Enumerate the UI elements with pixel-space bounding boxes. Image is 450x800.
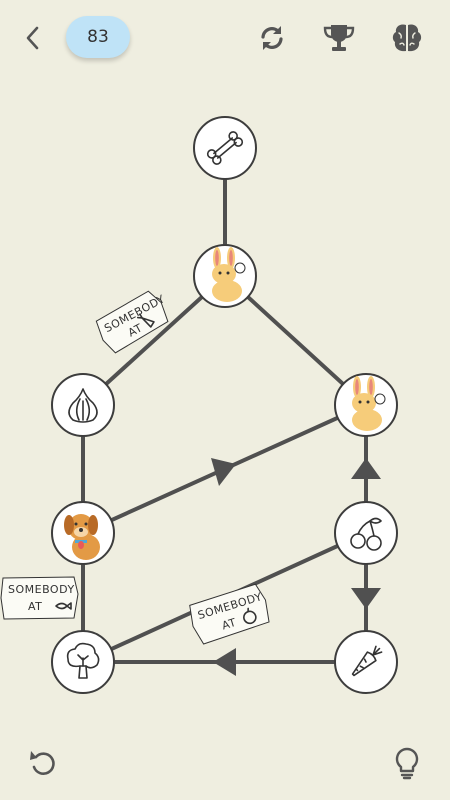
carrot-icon: [136, 313, 155, 328]
note-rabbit: SOMEBODY AT: [95, 290, 169, 354]
rabbit-icon: [212, 247, 246, 302]
rabbit-icon: [352, 376, 386, 431]
undo-button[interactable]: [25, 745, 61, 781]
node-dog[interactable]: [51, 501, 115, 565]
hint-button[interactable]: [389, 744, 425, 782]
fish-icon: [55, 602, 72, 610]
level-badge: 83: [66, 16, 130, 58]
lightbulb-icon: [395, 747, 419, 780]
back-button[interactable]: [18, 20, 48, 56]
chevron-left-icon: [26, 26, 39, 50]
node-rabbit-right[interactable]: [334, 373, 398, 437]
brain-icon: [392, 24, 422, 52]
level-number: 83: [87, 27, 109, 47]
node-carrot[interactable]: [334, 630, 398, 694]
cherries-icon: [350, 517, 382, 551]
arrow-up: [351, 458, 381, 479]
note-dog: SOMEBODY AT: [0, 576, 79, 620]
note-tree-line2: AT: [220, 616, 238, 633]
bone-icon: [206, 131, 244, 165]
tree-icon: [66, 642, 100, 679]
apple-icon: [243, 607, 257, 625]
node-tree[interactable]: [51, 630, 115, 694]
brain-button[interactable]: [388, 19, 426, 57]
node-rabbit-top[interactable]: [193, 244, 257, 308]
restart-button[interactable]: [254, 20, 290, 56]
arrow-right: [211, 458, 236, 486]
arrows: [211, 458, 381, 676]
trophy-button[interactable]: [319, 20, 359, 56]
dog-icon: [64, 514, 100, 560]
note-dog-line2: AT: [28, 600, 42, 613]
note-dog-line1: SOMEBODY: [8, 583, 75, 596]
edges: [81, 146, 368, 664]
carrot-icon: [351, 645, 383, 677]
undo-icon: [30, 751, 55, 775]
node-bone[interactable]: [193, 116, 257, 180]
arrow-down: [351, 588, 381, 609]
trophy-icon: [323, 25, 355, 51]
node-garlic[interactable]: [51, 373, 115, 437]
note-tree: SOMEBODY AT: [189, 583, 270, 645]
note-rabbit-line2: AT: [126, 321, 145, 339]
top-bar: 83: [0, 0, 450, 80]
refresh-icon: [261, 26, 283, 50]
arrow-left: [213, 648, 236, 676]
garlic-icon: [68, 388, 98, 423]
node-cherries[interactable]: [334, 501, 398, 565]
